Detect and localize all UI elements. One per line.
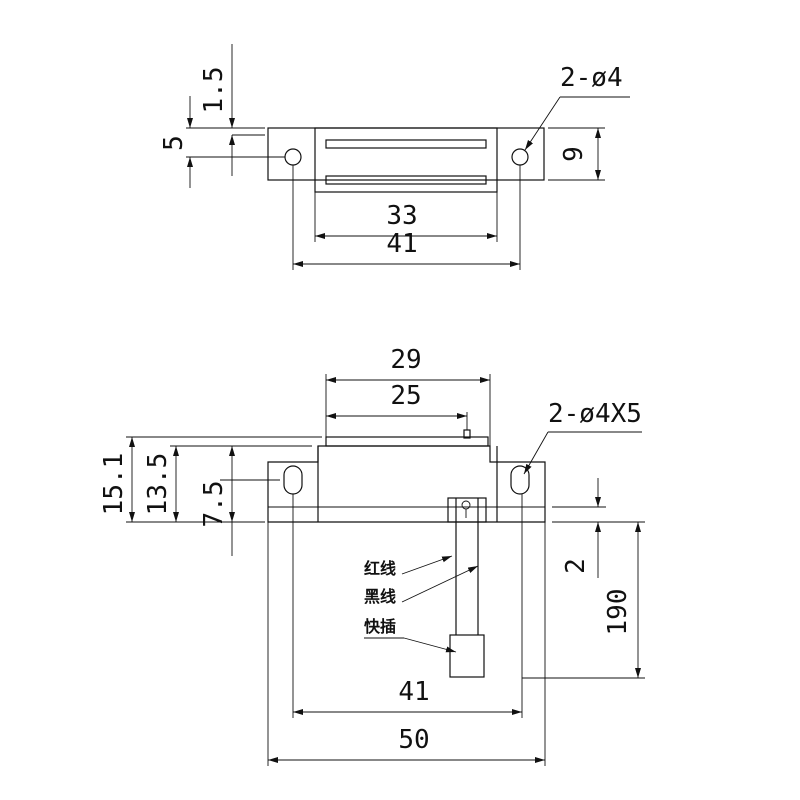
dim-1-5: 1.5: [199, 67, 229, 114]
dim-190: 190: [603, 589, 633, 636]
top-hole-callout: 2-ø4: [560, 63, 623, 93]
top-plate-outline: [267, 127, 545, 181]
terminal-block: [447, 497, 487, 523]
front-top-cap: [325, 436, 489, 447]
dim-41-top: 41: [386, 229, 417, 259]
top-hole-right: [511, 148, 529, 166]
dim-41-front: 41: [398, 677, 429, 707]
label-black-wire: 黑线: [364, 587, 396, 606]
front-hole-callout: 2-ø4X5: [548, 399, 642, 429]
dim-50: 50: [398, 725, 429, 755]
terminal-screw-icon: [461, 500, 471, 510]
dim-5: 5: [159, 135, 189, 151]
front-view: 29 25 15.1 13.5 7.5 2-ø4X5 2 190: [99, 345, 645, 766]
dim-9: 9: [559, 146, 589, 162]
label-red-wire: 红线: [364, 559, 396, 578]
front-hole-right: [510, 465, 530, 495]
front-body-outline: [267, 445, 546, 523]
label-quick-plug: 快插: [364, 617, 396, 636]
top-magnet-body: [314, 127, 498, 193]
top-slot-lower: [325, 175, 487, 185]
quick-plug-connector: [449, 634, 485, 678]
dim-2: 2: [561, 558, 591, 574]
front-hole-left: [283, 465, 303, 495]
top-slot-upper: [325, 139, 487, 149]
top-view: 1.5 5 9 2-ø4 33 41: [159, 44, 630, 270]
dim-13-5: 13.5: [143, 453, 173, 516]
dim-25: 25: [390, 381, 421, 411]
dim-33: 33: [386, 201, 417, 231]
dim-7-5: 7.5: [199, 481, 229, 528]
dim-15-1: 15.1: [99, 453, 129, 516]
dim-29: 29: [390, 345, 421, 375]
top-hole-left: [284, 148, 302, 166]
